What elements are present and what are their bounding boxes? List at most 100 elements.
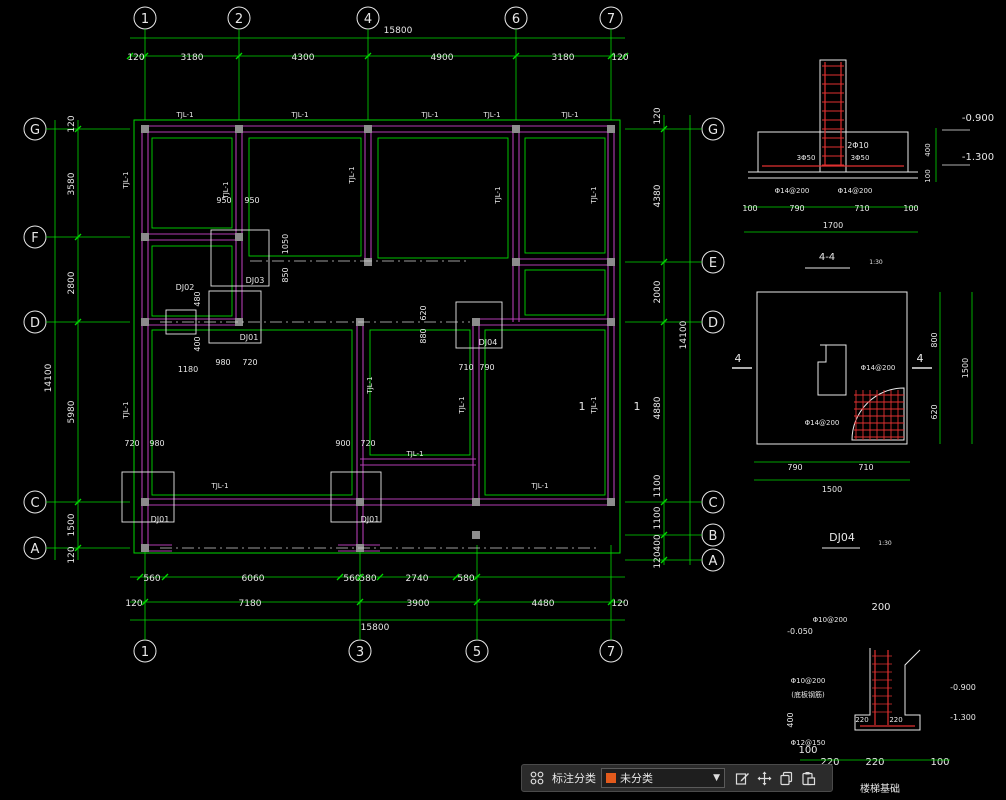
dim-bottom2-0: 120 xyxy=(125,599,142,609)
dim-tick xyxy=(607,52,615,60)
dim-tick xyxy=(161,573,169,581)
detail44-elev-bottom: -1.300 xyxy=(962,152,994,163)
room-outline-7 xyxy=(151,329,353,496)
footing-dim-11: 710 xyxy=(458,363,473,372)
column-14 xyxy=(141,498,149,506)
paste-button[interactable] xyxy=(797,767,819,789)
dim-left-total: 14100 xyxy=(44,363,54,392)
room-outline-2 xyxy=(377,137,509,259)
column-21 xyxy=(472,531,480,539)
footing-dim-5: 400 xyxy=(193,336,202,351)
dj04-column xyxy=(817,344,847,396)
axis-bubble-top-1: 1 xyxy=(141,12,149,27)
column-0 xyxy=(141,125,149,133)
footing-5 xyxy=(330,471,382,523)
dim-total-top: 15800 xyxy=(384,26,413,36)
dim-tick xyxy=(336,573,344,581)
stair-dim-1: 100 xyxy=(798,745,817,756)
dim-tick xyxy=(74,498,82,506)
dim-top-2: 4300 xyxy=(292,53,315,63)
axis-bubble-left-A: A xyxy=(31,542,40,557)
column-11 xyxy=(607,258,615,266)
column-17 xyxy=(607,498,615,506)
dim-right-3: 4880 xyxy=(653,396,663,419)
edit-button[interactable] xyxy=(731,767,753,789)
section-mark-1-right: 1 xyxy=(634,400,641,413)
detail44-rebar-2: Φ14@200 xyxy=(838,187,873,195)
dj04-dim-v-1: 620 xyxy=(930,404,939,419)
footing-1 xyxy=(208,290,262,344)
footing-dim-1: 950 xyxy=(244,196,259,205)
footing-dim-8: 1180 xyxy=(178,365,198,374)
detail44-rebar-0: 2Φ10 xyxy=(847,141,869,150)
column-8 xyxy=(235,318,243,326)
dim-right-6: 400 xyxy=(653,534,663,551)
dim-tick xyxy=(607,598,615,606)
category-select[interactable]: 未分类 ▼ xyxy=(601,768,725,788)
column-2 xyxy=(364,125,372,133)
dim-tick xyxy=(74,233,82,241)
dim-bottom1-3: 580 xyxy=(359,574,376,584)
dim-left-4: 1500 xyxy=(67,513,77,536)
footing-dim-10: 880 xyxy=(419,328,428,343)
foundation-label-4: DJ01 xyxy=(151,515,170,524)
dim-tick xyxy=(660,498,668,506)
dim-right-2: 2000 xyxy=(653,280,663,303)
column-16 xyxy=(472,498,480,506)
detail44-dim-1: 790 xyxy=(789,204,804,213)
dj04-section-mark-left: 4 xyxy=(735,352,742,365)
dim-top-1: 3180 xyxy=(181,53,204,63)
beam-label-7: TJL-1 xyxy=(405,450,423,458)
dim-top-3: 4900 xyxy=(431,53,454,63)
category-color-swatch xyxy=(606,773,616,783)
move-button[interactable] xyxy=(753,767,775,789)
beam-label-v-7: TJL-1 xyxy=(590,396,598,414)
grid-view-button[interactable] xyxy=(526,767,548,789)
column-3 xyxy=(512,125,520,133)
dim-bottom1-4: 2740 xyxy=(406,574,429,584)
beam-label-v-2: TJL-1 xyxy=(494,186,502,204)
dim-tick xyxy=(74,318,82,326)
beam-label-v-0: TJL-1 xyxy=(122,171,130,189)
copy-button[interactable] xyxy=(775,767,797,789)
detail44-rebar-1: Φ14@200 xyxy=(775,187,810,195)
axis-bubble-bottom-5: 5 xyxy=(473,645,481,660)
footing-dim-2: 1050 xyxy=(281,234,290,254)
room-outline-5 xyxy=(151,245,233,317)
footing-dim-16: 720 xyxy=(360,439,375,448)
detail44-rebar-3: 3Φ50 xyxy=(797,154,816,162)
dim-top-4: 3180 xyxy=(552,53,575,63)
beam-label-2: TJL-1 xyxy=(420,111,438,119)
column-9 xyxy=(364,258,372,266)
beam-label-v-3: TJL-1 xyxy=(590,186,598,204)
dj04-dim-1: 710 xyxy=(858,463,873,472)
dim-left-1: 3580 xyxy=(67,172,77,195)
stair-profile xyxy=(854,648,921,731)
stair-rebar-1: Φ10@200 xyxy=(791,677,826,685)
dj04-scale: 1:30 xyxy=(878,540,892,547)
stair-dim-400: 400 xyxy=(786,712,795,727)
footing-dim-3: 850 xyxy=(281,267,290,282)
dim-tick xyxy=(364,52,372,60)
column-12 xyxy=(472,318,480,326)
detail44-dim-0: 100 xyxy=(742,204,757,213)
stair-dim-4: 100 xyxy=(930,757,949,768)
dim-tick xyxy=(141,52,149,60)
axis-bubble-right-E: E xyxy=(709,256,717,271)
grid-view-icon xyxy=(530,771,544,785)
footing-dim-14: 980 xyxy=(149,439,164,448)
chevron-down-icon: ▼ xyxy=(713,773,720,783)
dim-tick xyxy=(356,573,364,581)
annotation-toolbar: 标注分类 未分类 ▼ xyxy=(521,764,833,792)
room-outline-8 xyxy=(369,329,471,456)
dj04-dim-0: 790 xyxy=(787,463,802,472)
footing-dim-15: 900 xyxy=(335,439,350,448)
beam-label-4: TJL-1 xyxy=(560,111,578,119)
dim-total-bottom: 15800 xyxy=(361,623,390,633)
detail44-dim-2: 710 xyxy=(854,204,869,213)
dim-tick xyxy=(660,258,668,266)
dim-tick xyxy=(512,52,520,60)
column-7 xyxy=(141,318,149,326)
